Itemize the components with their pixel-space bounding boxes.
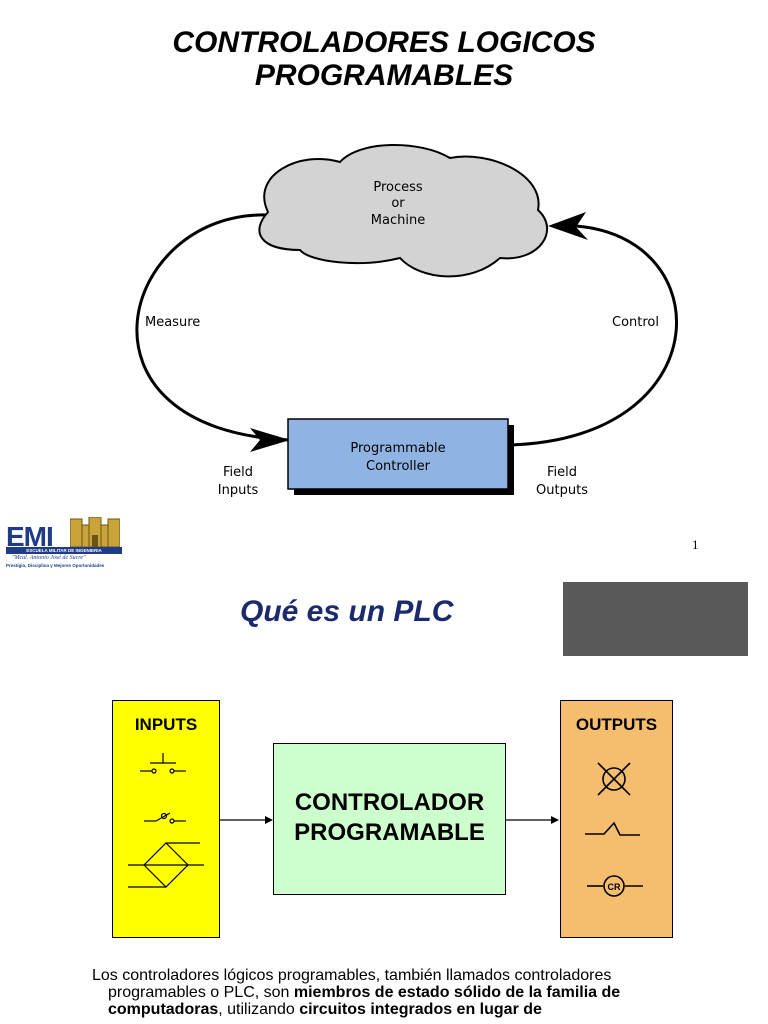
controller-box: CONTROLADOR PROGRAMABLE bbox=[273, 743, 506, 895]
inputs-label: INPUTS bbox=[134, 715, 198, 734]
logo-subtitle: Prestigio, Disciplina y Mejores Oportuni… bbox=[6, 563, 105, 568]
controller-text-2: Controller bbox=[366, 459, 431, 474]
paragraph-line-2: programables o PLC, son miembros de esta… bbox=[92, 984, 732, 1001]
slide-2-title: Qué es un PLC bbox=[240, 595, 454, 628]
measure-label: Measure bbox=[145, 315, 200, 330]
plc-loop-diagram: Process or Machine Programmable Controll… bbox=[135, 144, 679, 498]
logo-band: ESCUELA MILITAR DE INGENIERIA bbox=[6, 547, 122, 554]
arrow-controller-to-outputs bbox=[506, 816, 559, 824]
outputs-label: OUTPUTS bbox=[575, 715, 658, 734]
title-line-2: PROGRAMABLES bbox=[254, 59, 514, 92]
controller-text-1: Programmable bbox=[350, 441, 445, 456]
control-label: Control bbox=[612, 315, 659, 330]
arrowhead-output bbox=[548, 212, 588, 240]
paragraph-text-3: , utilizando bbox=[218, 1001, 300, 1018]
paragraph-text-1: Los controladores lógicos programables, … bbox=[92, 967, 612, 984]
cloud-text-3: Machine bbox=[371, 213, 425, 228]
title-line-1: CONTROLADORES LOGICOS bbox=[172, 26, 596, 59]
controller-line-1: CONTROLADOR bbox=[294, 789, 485, 816]
logo-motto: "Mcal. Antonio José de Sucre" bbox=[12, 555, 86, 561]
cloud-text-2: or bbox=[391, 196, 405, 211]
paragraph-line-1: Los controladores lógicos programables, … bbox=[92, 967, 732, 984]
process-cloud bbox=[258, 144, 549, 278]
emi-logo: EMI ESCUELA MILITAR DE INGENIERIA "Mcal.… bbox=[6, 515, 124, 571]
field-outputs-1: Field bbox=[547, 465, 577, 480]
paragraph-bold-3: circuitos integrados en lugar de bbox=[299, 1001, 542, 1018]
slide-2: Qué es un PLC INPUTS OUTPUTS CONTROLADOR… bbox=[0, 575, 768, 1024]
control-loop-arrow bbox=[507, 224, 679, 447]
paragraph-line-3: computadoras, utilizando circuitos integ… bbox=[92, 1001, 732, 1018]
paragraph-bold-1: miembros de estado sólido de la familia … bbox=[293, 984, 621, 1001]
arrow-inputs-to-controller bbox=[220, 816, 273, 824]
programmable-controller-box bbox=[287, 418, 509, 490]
paragraph-text-2: programables o PLC, son bbox=[108, 984, 294, 1001]
field-inputs-2: Inputs bbox=[218, 483, 259, 498]
measure-loop-arrow bbox=[135, 213, 291, 442]
page-number: 1 bbox=[692, 537, 699, 552]
field-outputs-2: Outputs bbox=[536, 483, 588, 498]
logo-text: EMI bbox=[6, 521, 54, 552]
field-inputs-1: Field bbox=[223, 465, 253, 480]
controller-line-2: PROGRAMABLE bbox=[294, 819, 485, 846]
slide-title: CONTROLADORES LOGICOS PROGRAMABLES bbox=[0, 26, 768, 92]
castle-icon bbox=[70, 517, 120, 547]
inputs-box: INPUTS bbox=[112, 700, 220, 938]
description-paragraph: Los controladores lógicos programables, … bbox=[92, 967, 732, 1018]
slide-1: CONTROLADORES LOGICOS PROGRAMABLES Proce… bbox=[0, 26, 768, 571]
arrowhead-input bbox=[250, 428, 290, 452]
outputs-box: OUTPUTS bbox=[560, 700, 673, 938]
paragraph-bold-2: computadoras bbox=[108, 1001, 219, 1018]
gray-placeholder-box bbox=[563, 582, 748, 656]
cloud-text-1: Process bbox=[373, 180, 423, 195]
